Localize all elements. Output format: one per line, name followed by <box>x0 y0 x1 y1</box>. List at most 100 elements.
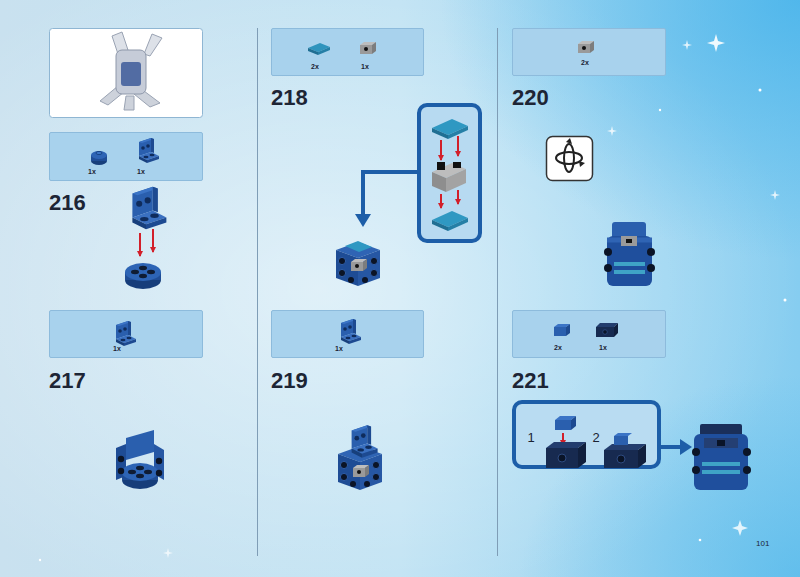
step-218-zoom-callout <box>363 172 417 216</box>
step-218-zoom-callout <box>448 126 468 139</box>
step-218-zoom-callout <box>440 194 442 208</box>
step-218-zoom-callout <box>432 211 468 227</box>
previous-model-image <box>124 96 134 110</box>
sparkle <box>39 34 787 561</box>
part-count: 1x <box>137 168 145 175</box>
step-219-assembly <box>352 425 378 458</box>
part-count: 2x <box>554 344 562 351</box>
step-220-assembly <box>614 270 645 274</box>
previous-model-image <box>134 88 160 107</box>
part-count: 1x <box>599 344 607 351</box>
step-217-assembly <box>154 444 164 480</box>
sparkle <box>732 520 748 536</box>
part-count: 2x <box>311 63 319 70</box>
step-221-assembly <box>702 462 740 466</box>
step-221-assembly <box>717 440 725 446</box>
step-221-assembly <box>694 434 748 490</box>
step-220-assembly <box>607 238 652 243</box>
step-221-callout-arrow <box>660 445 682 449</box>
step-216-assembly <box>125 263 161 289</box>
sparkle <box>163 548 173 558</box>
step-218-zoom-callout <box>355 214 371 227</box>
rotate-icon <box>547 137 593 181</box>
step-221-assembly <box>743 466 751 474</box>
sparkle <box>707 34 725 52</box>
step-216-assembly <box>139 233 141 256</box>
step-221-assembly <box>702 470 740 474</box>
step-220-assembly <box>604 222 655 286</box>
rotate-icon <box>566 138 572 144</box>
step-217-assembly <box>126 430 154 460</box>
substep-number: 1 <box>527 431 534 444</box>
rotate-icon <box>556 152 582 164</box>
sparkle <box>784 299 787 302</box>
step-220-assembly <box>607 236 652 286</box>
step-217-assembly <box>156 458 162 464</box>
step-219-assembly <box>353 465 369 477</box>
step-number: 220 <box>512 87 549 109</box>
step-216-assembly <box>125 187 166 289</box>
parts-box: 2x 1x <box>512 310 666 358</box>
previous-model-image <box>100 86 124 105</box>
step-218-zoom-callout <box>457 190 459 204</box>
column-separator <box>497 28 498 556</box>
substep-number: 2 <box>592 431 599 444</box>
parts-box: 2x 1x <box>271 28 424 76</box>
rotate-icon <box>579 161 585 167</box>
step-218-assembly <box>336 242 380 286</box>
previous-model-image <box>50 29 203 118</box>
page-number: 101 <box>756 540 769 548</box>
parts-box: 2x <box>512 28 666 76</box>
step-218-zoom-callout <box>419 105 480 241</box>
step-221-callout-arrow <box>660 439 692 455</box>
step-218-assembly <box>351 259 367 271</box>
step-219-assembly <box>338 425 382 490</box>
parts-box: 1x <box>271 310 424 358</box>
step-221-assembly <box>704 438 738 448</box>
column-separator <box>257 28 258 556</box>
sparkle <box>759 89 762 92</box>
step-218-assembly <box>345 241 372 252</box>
column-separator <box>258 28 498 556</box>
part-count: 1x <box>361 63 369 70</box>
step-218-assembly <box>336 241 380 286</box>
sparkle <box>770 190 780 200</box>
step-221-assembly <box>692 466 700 474</box>
parts-box: 1x <box>49 310 203 358</box>
part-count: 1x <box>335 345 343 352</box>
step-220-assembly <box>647 264 655 272</box>
step-220-assembly <box>604 264 612 272</box>
previous-model-image <box>144 34 162 56</box>
step-216-assembly <box>152 229 154 252</box>
part-count: 2x <box>581 59 589 66</box>
step-217-assembly <box>116 430 164 489</box>
sparkle <box>699 539 702 542</box>
step-217-assembly <box>156 470 162 476</box>
step-217-assembly <box>116 444 126 480</box>
step-number: 217 <box>49 370 86 392</box>
previous-model-image <box>116 50 146 94</box>
step-number: 221 <box>512 370 549 392</box>
step-220-assembly <box>604 248 612 256</box>
parts-box: 1x1x <box>49 132 203 181</box>
part-count: 1x <box>113 345 121 352</box>
previous-model-image <box>50 29 203 118</box>
step-220-assembly <box>647 248 655 256</box>
step-217-assembly <box>122 463 158 489</box>
step-221-assembly <box>743 448 751 456</box>
step-218-zoom-callout <box>453 162 461 168</box>
step-218-zoom-callout <box>437 162 445 170</box>
sparkle <box>682 40 692 50</box>
step-219-assembly <box>338 446 382 490</box>
step-220-assembly <box>626 239 632 243</box>
step-218-zoom-callout <box>432 128 448 139</box>
